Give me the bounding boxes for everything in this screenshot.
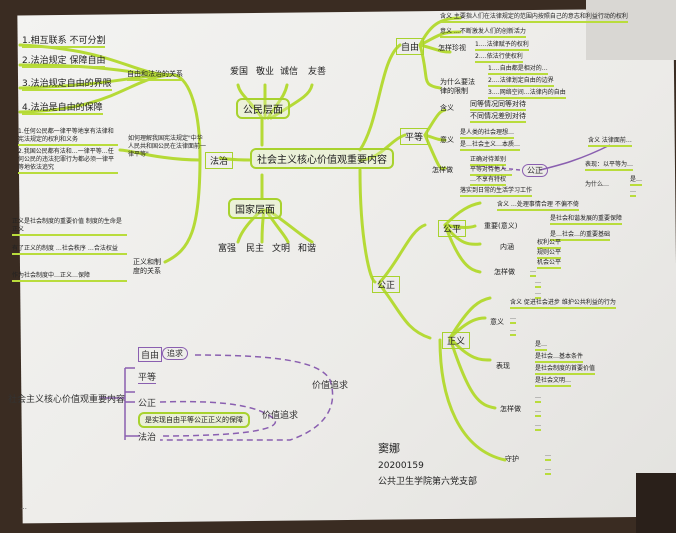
zhengyi-item: … [545,450,551,461]
gongping-item: 权利公平 [537,238,562,249]
nation-item: 富强 [218,244,237,254]
gongping-item: … [535,288,541,299]
pingdeng-item: 落实到日常的生活学习工作 [460,186,533,197]
gongping-item: 重要(意义) [484,222,518,230]
pingdeng-item: 怎样做 [432,166,453,174]
ziyou-item: 1.…自由都是相对的… [488,64,548,75]
zhengyi-item: 是… [535,340,548,351]
gongping-item: 内涵 [500,243,514,251]
gongzheng-sub-item: 表现：以平等为… [585,160,634,171]
citizen-item: 诚信 [280,67,299,77]
zhengyi-item: … [510,313,516,324]
guarantee-bubble: 是实现自由平等公正正义的保障 [138,412,250,428]
value-pursuit-label: 价值追求 [262,411,299,421]
gongping-item: 机会公平 [537,258,562,269]
ziyou-item: 1.…法律赋予的权利 [475,40,529,51]
signature-name: 窦娜 [378,442,400,455]
question-item: 1.任何公民都一律平等地享有法律和宪法规定的权利和义务 [18,128,118,146]
justice-relation-item: 作为社会制度中…正义…保障 [12,272,127,282]
relation-item: 3.法治规定自由的界限 [22,79,112,91]
zhengyi-item: 怎样做 [500,405,521,413]
ziyou-item: 为什么要法律的限制 [440,78,475,95]
relation-item: 4.法治是自由的保障 [22,103,103,115]
justice-relation-node: 正义和制度的关系 [133,258,161,275]
nation-item: 民主 [246,244,265,254]
gongzheng-node: 公正 [372,276,401,293]
zhengyi-item: … [510,325,516,336]
zhengyi-item: 意义 [490,318,504,326]
pingdeng-item: 意义 [440,136,454,144]
zhengyi-item: 含义 促进社会进步 维护公共利益的行为 [510,298,616,309]
nation-item: 文明 [272,244,291,254]
nation-item: 和谐 [298,244,317,254]
zhengyi-item: … [535,392,541,403]
pingdeng-item: 含义 [440,104,454,112]
zhengyi-item: 是社会…基本条件 [535,352,584,363]
ziyou-item: 含义 主要指人们在法律规定的范围内按照自己的意志和利益行动的权利 [440,12,628,23]
gongping-item: … [530,266,536,277]
gongzheng-sub-item: 含义 法律面前… [588,136,632,147]
pingdeng-item: 平等对待他人… [470,165,513,176]
zhengyi-item: … [545,464,551,475]
background-table [586,0,676,60]
gongping-item: 规则公平 [537,248,562,259]
value-pursuit-label: 价值追求 [312,381,349,391]
gongzheng-sub-item: 是… [630,175,643,186]
zhengyi-item: 守护 [505,455,519,463]
summary-item-ziyou: 自由 [138,347,163,362]
gongping-item: 含义 …处理事情合理 不偏不倚 [497,200,579,211]
zhengyi-item: … [535,406,541,417]
citizen-item: 友善 [308,67,327,77]
gongping-node: 公平 [438,220,467,237]
question-node: 如何理解我国宪法规定"中华人民共和国公民在法律面前一律平等" [128,135,207,158]
citizen-level-node: 公民层面 [236,98,290,119]
relation-item: 2.法治规定 保障自由 [22,56,106,68]
signature-id: 20200159 [378,461,424,471]
pingdeng-item: 同等情况同等对待 [470,100,526,111]
pingdeng-item: 是…社会主义…本质… [460,140,521,151]
ziyou-item: 3.…网络空间…法律内的自由 [488,88,566,99]
pursuit-bubble: 追求 [162,347,188,360]
fazhi-node: 法治 [205,152,234,169]
pingdeng-node: 平等 [400,128,429,145]
ziyou-node: 自由 [396,38,425,55]
gongzheng-sub-item: 为什么… [585,181,610,188]
background-table [636,473,676,533]
summary-item-gongzheng: 公正 [138,399,157,409]
ziyou-item: 2.…法律划定自由的边界 [488,76,554,87]
nation-level-node: 国家层面 [228,198,282,219]
zhengyi-item: 是社会文明… [535,376,572,387]
summary-center: 社会主义核心价值观重要内容 [8,395,126,405]
pingdeng-item: …不享有特权 [470,175,507,186]
summary-item-pingdeng: 平等 [138,370,157,384]
ziyou-item: 2.…依法行使权利 [475,52,523,63]
pingdeng-item: 正确对待差别 [470,155,507,166]
center-node: 社会主义核心价值观重要内容 [250,148,394,169]
summary-item-fazhi: 法治 [138,433,157,443]
relation-item: 1.相互联系 不可分割 [22,36,106,48]
pingdeng-item: 不同情况差别对待 [470,112,526,123]
question-item: 2.我国公民都有法和…一律平等…任何公民的违法犯罪行为都必须一律平等地依法追究 [18,148,118,174]
justice-relation-item: 有了正义的制度 …社会秩序 …合法权益 [12,245,127,255]
footer-note: … [20,503,27,511]
citizen-item: 敬业 [256,67,275,77]
gongping-item: … [535,277,541,288]
zhengyi-node: 正义 [442,332,471,349]
ziyou-item: 怎样珍视 [438,44,466,52]
pingdeng-item: 是人类的社会理想… [460,128,515,139]
ziyou-item: 意义 …不断激发人们的创新活力 [440,27,526,38]
gongzheng-sub-node: 公正 [522,164,548,177]
gongping-item: 是社会和谐发展的重要保障 [550,214,623,225]
signature-unit: 公共卫生学院第六党支部 [378,477,478,487]
justice-relation-item: 正义是社会制度的重要价值 制度的生命是正义 [12,218,127,236]
gongping-item: 是…社会…的重要基础 [550,230,611,241]
zhengyi-item: … [535,420,541,431]
gongping-item: 怎样做 [494,268,515,276]
zhengyi-item: 是社会制度的首要价值 [535,364,596,375]
relation-node: 自由和法治的关系 [127,70,183,81]
zhengyi-item: 表现 [496,362,510,370]
gongzheng-sub-item: … [630,186,636,197]
citizen-item: 爱国 [230,67,249,77]
